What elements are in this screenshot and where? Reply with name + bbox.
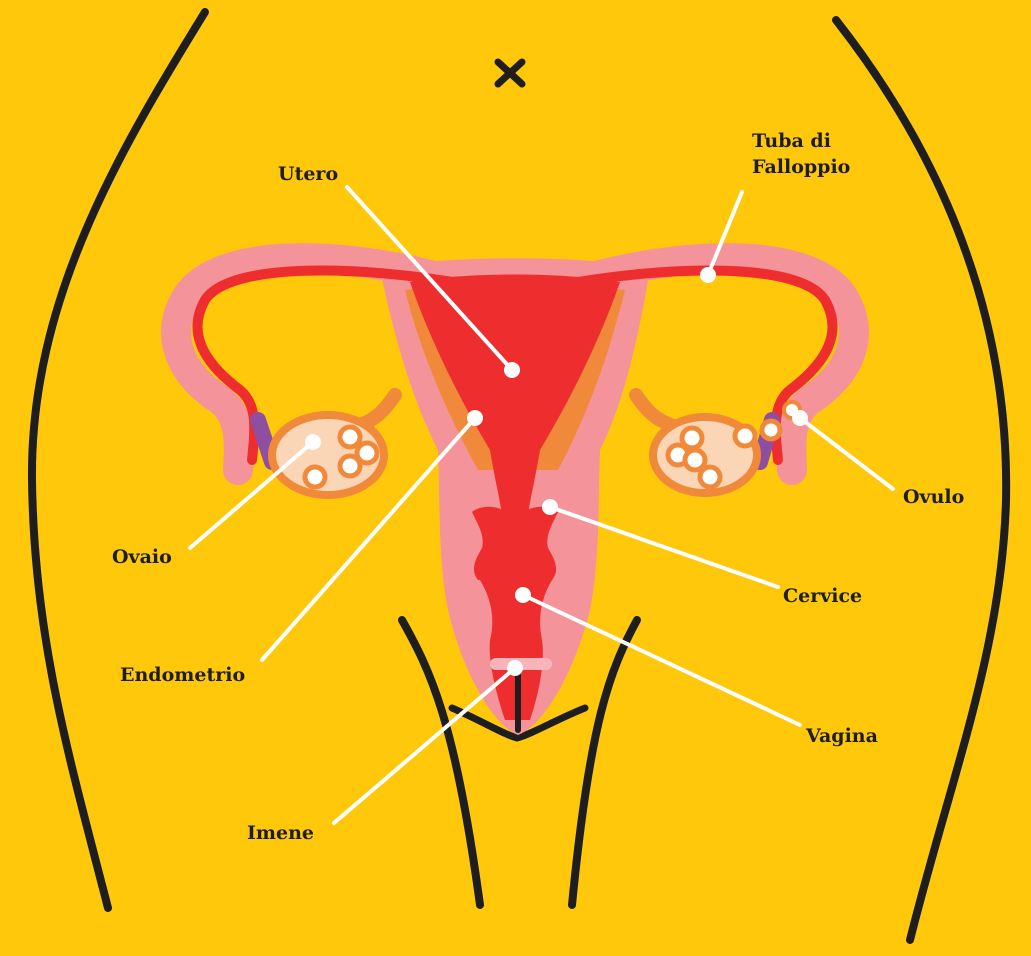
follicle [305,467,325,487]
anchor-endometrio [467,410,483,426]
follicle [735,426,755,446]
label-endometrio: Endometrio [120,662,245,688]
anchor-utero [504,362,520,378]
label-utero: Utero [278,161,338,187]
leader-ovulo [800,418,893,489]
follicle [685,450,705,470]
label-tuba-di-falloppio: Tuba di Falloppio [752,128,882,180]
follicle [340,456,360,476]
follicle [762,421,780,439]
anchor-tuba [700,267,716,283]
anchor-cervice [542,499,558,515]
leg-outline-right [572,620,637,905]
anchor-ovulo [792,410,808,426]
anchor-ovaio [305,434,321,450]
leader-imene [334,668,515,823]
follicle [340,427,360,447]
label-vagina: Vagina [806,723,878,749]
label-imene: Imene [247,820,314,846]
close-icon[interactable] [498,62,522,84]
label-ovaio: Ovaio [112,544,172,570]
cervix-shape [472,507,558,580]
label-cervice: Cervice [783,583,862,609]
body-outline-left [32,12,205,908]
ovary-ligament-right [636,395,671,425]
ovary-left [272,415,384,495]
anchor-vagina [515,587,531,603]
label-ovulo: Ovulo [903,484,964,510]
anchor-imene [507,660,523,676]
follicle [700,467,720,487]
